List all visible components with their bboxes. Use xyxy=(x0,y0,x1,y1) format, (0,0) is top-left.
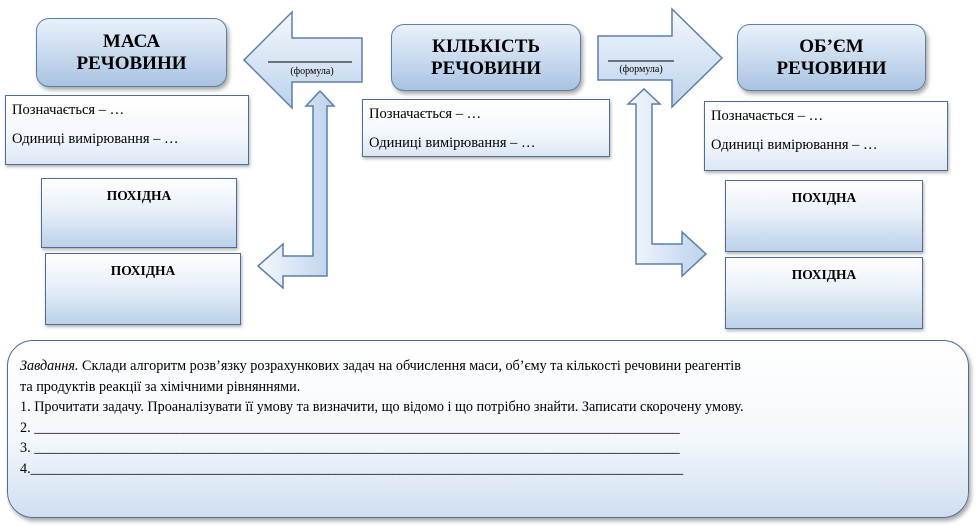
mass-title-line1: МАСА xyxy=(102,30,161,52)
volume-title-box: ОБ’ЄМ РЕЧОВИНИ xyxy=(737,24,926,91)
mass-title-box: МАСА РЕЧОВИНИ xyxy=(36,18,227,87)
amount-title-line2: РЕЧОВИНИ xyxy=(430,57,541,79)
volume-derived-box-2: ПОХІДНА xyxy=(725,257,923,329)
amount-title-line1: КІЛЬКІСТЬ xyxy=(431,35,541,57)
task-step-1: 1. Прочитати задачу. Проаналізувати її у… xyxy=(20,399,744,415)
volume-derived-label-1: ПОХІДНА xyxy=(791,190,857,205)
amount-info-box: Позначається – … Одиниці вимірювання – … xyxy=(362,99,610,157)
amount-denoted: Позначається – … xyxy=(369,106,482,122)
task-line-1: Завдання. Склади алгоритм розв’язку розр… xyxy=(20,356,960,377)
mass-derived-box-1: ПОХІДНА xyxy=(41,178,237,248)
task-line1-rest: Склади алгоритм розв’язку розрахункових … xyxy=(78,358,741,374)
mass-title-line2: РЕЧОВИНИ xyxy=(76,52,187,74)
task-box: Завдання. Склади алгоритм розв’язку розр… xyxy=(7,340,969,518)
mass-derived-label-1: ПОХІДНА xyxy=(106,188,172,203)
volume-derived-box-1: ПОХІДНА xyxy=(725,180,923,252)
mass-denoted: Позначається – … xyxy=(12,102,125,118)
volume-units: Одиниці вимірювання – … xyxy=(711,137,878,153)
volume-derived-label-2: ПОХІДНА xyxy=(791,267,857,282)
task-lead: Завдання. xyxy=(20,358,79,374)
formula-label-right: (формула) xyxy=(619,64,663,75)
task-step-4: 4.______________________________________… xyxy=(20,460,684,477)
task-step-2: 2. _____________________________________… xyxy=(20,419,680,436)
mass-derived-box-2: ПОХІДНА xyxy=(45,253,241,325)
mass-units: Одиниці вимірювання – … xyxy=(12,131,179,147)
formula-label-left: (формула) xyxy=(290,66,334,77)
left-l-arrow-icon xyxy=(256,89,336,290)
volume-title-line2: РЕЧОВИНИ xyxy=(776,57,887,79)
amount-title-box: КІЛЬКІСТЬ РЕЧОВИНИ xyxy=(391,24,581,91)
amount-units: Одиниці вимірювання – … xyxy=(369,135,536,151)
volume-denoted: Позначається – … xyxy=(711,108,824,124)
task-line-2: та продуктів реакції за хімічними рівнян… xyxy=(20,378,301,395)
mass-info-box: Позначається – … Одиниці вимірювання – … xyxy=(5,95,249,165)
right-arrow-icon xyxy=(597,7,724,109)
volume-info-box: Позначається – … Одиниці вимірювання – … xyxy=(704,101,948,171)
right-l-arrow-icon xyxy=(626,87,708,278)
volume-title-line1: ОБ’ЄМ xyxy=(799,35,864,57)
task-step-3: 3. _____________________________________… xyxy=(20,440,680,456)
mass-derived-label-2: ПОХІДНА xyxy=(110,263,176,278)
left-arrow-icon xyxy=(242,10,363,110)
